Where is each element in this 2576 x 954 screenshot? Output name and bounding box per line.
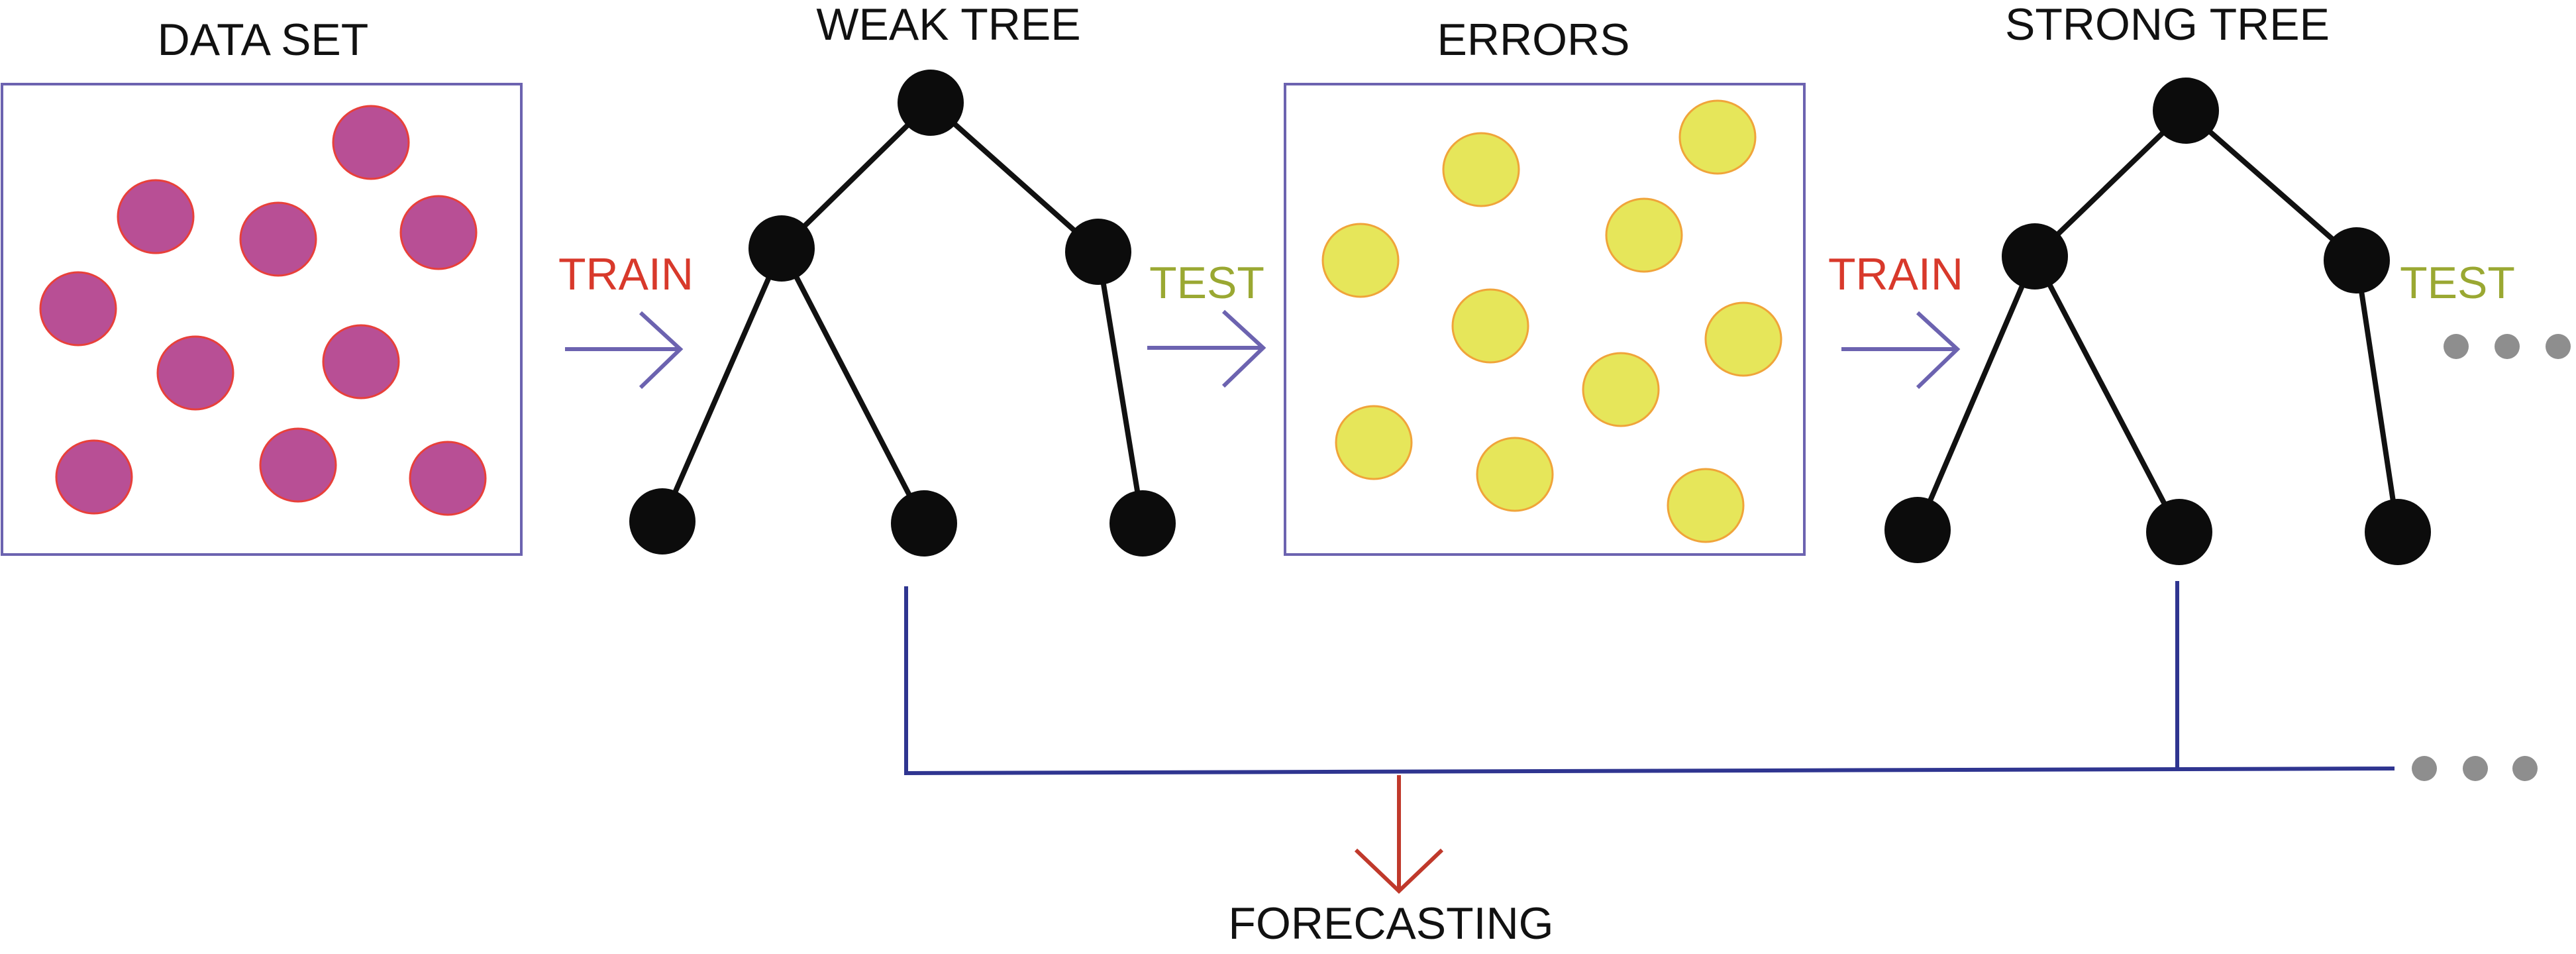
test-label: TEST [2400, 258, 2515, 308]
tree-node [629, 488, 696, 555]
error-point [1451, 288, 1529, 364]
error-point [1335, 405, 1413, 480]
data-point [409, 441, 487, 516]
test-arrow [1147, 309, 1266, 388]
train-label: TRAIN [1828, 249, 1963, 299]
errors-box [1284, 83, 1806, 556]
error-point [1704, 301, 1782, 377]
tree-node [1065, 219, 1131, 285]
forecast-arrow [1354, 775, 1444, 894]
tree-node [1109, 490, 1176, 556]
train-arrow [1841, 311, 1961, 390]
error-points [1321, 99, 1782, 543]
tree-node [891, 490, 957, 556]
weak-tree [629, 70, 1176, 556]
tree-node [898, 70, 964, 136]
strong-tree-title: STRONG TREE [2005, 0, 2330, 50]
data-point [117, 179, 195, 254]
aggregation-bus [903, 581, 2395, 775]
errors-title: ERRORS [1437, 15, 1630, 65]
data-set-title: DATA SET [158, 15, 369, 65]
data-point [332, 105, 410, 180]
error-point [1582, 352, 1660, 427]
tree-node [2365, 499, 2431, 565]
tree-node [2324, 227, 2390, 293]
error-point [1476, 437, 1554, 512]
tree-node [748, 215, 815, 282]
tree-node [2153, 78, 2219, 144]
data-point [399, 195, 478, 270]
tree-node [2002, 223, 2068, 290]
error-point [1678, 99, 1757, 175]
tree-node [1884, 497, 1951, 563]
continuation-dots [2444, 334, 2571, 359]
test-label: TEST [1149, 258, 1264, 308]
data-point [239, 201, 317, 277]
error-point [1667, 468, 1745, 543]
data-point [322, 324, 400, 399]
data-point [156, 335, 234, 411]
continuation-dots [2412, 756, 2538, 781]
tree-node [2146, 499, 2212, 565]
data-set-points [39, 105, 487, 516]
error-point [1605, 197, 1683, 273]
train-arrow [565, 311, 684, 390]
forecasting-label: FORECASTING [1228, 898, 1553, 949]
data-point [259, 427, 337, 503]
error-point [1321, 223, 1400, 298]
data-point [39, 271, 117, 346]
data-set-box [1, 83, 523, 556]
data-point [55, 439, 133, 515]
error-point [1442, 132, 1520, 207]
train-label: TRAIN [558, 249, 694, 299]
weak-tree-title: WEAK TREE [816, 0, 1080, 50]
strong-tree [1884, 78, 2431, 565]
